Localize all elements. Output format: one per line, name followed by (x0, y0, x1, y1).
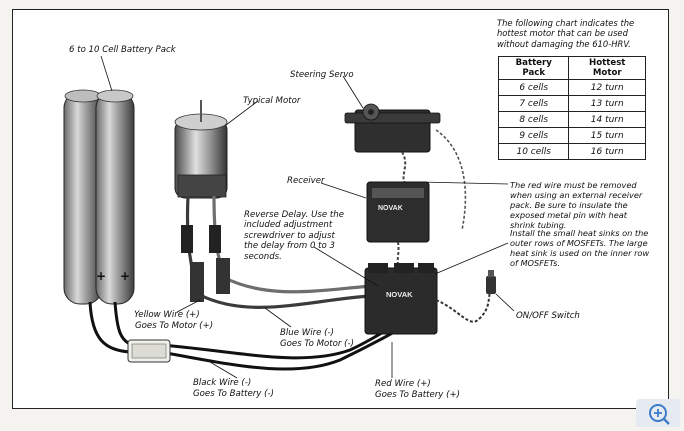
typical-motor-label: Typical Motor (243, 96, 301, 106)
table-row: 6 cells 12 turn (497, 79, 646, 96)
chart-header-battery: Battery Pack (497, 56, 570, 80)
receiver-brand: NOVAK (378, 205, 403, 212)
red-wire-sub-label: Goes To Battery (+) (375, 390, 461, 400)
chart-header-row: Battery Pack Hottest Motor (497, 56, 646, 80)
table-cell: 12 turn (568, 79, 646, 96)
table-row: 7 cells 13 turn (497, 95, 646, 112)
blue-wire-sub-label: Goes To Motor (-) (280, 339, 354, 349)
on-off-switch (486, 270, 496, 294)
receiver-label: Receiver (287, 176, 325, 186)
steering-servo (344, 103, 441, 153)
yellow-wire-sub-label: Goes To Motor (+) (135, 321, 214, 331)
battery-minus-mark: + (96, 269, 107, 283)
red-wire-note: The red wire must be removed when using … (510, 180, 643, 230)
zoom-in-icon (649, 404, 670, 425)
on-off-switch-label: ON/OFF Switch (516, 311, 580, 321)
yellow-wire-label: Yellow Wire (+) (134, 310, 200, 320)
motor (174, 100, 228, 199)
table-row: 10 cells 16 turn (497, 143, 646, 160)
table-cell: 13 turn (568, 95, 646, 112)
steering-servo-label: Steering Servo (290, 70, 354, 80)
blue-wire-label: Blue Wire (-) (280, 328, 334, 338)
chart-header-motor: Hottest Motor (568, 56, 646, 80)
chart-intro: The following chart indicates the hottes… (497, 18, 635, 49)
motor-wires (181, 195, 373, 309)
table-cell: 15 turn (568, 127, 646, 144)
table-cell: 6 cells (497, 79, 570, 96)
black-wire-label: Black Wire (-) (193, 378, 252, 388)
battery-pack-label: 6 to 10 Cell Battery Pack (69, 45, 176, 55)
leader-lines (100, 55, 515, 379)
table-cell: 16 turn (568, 143, 646, 160)
table-cell: 9 cells (497, 127, 570, 144)
table-cell: 8 cells (497, 111, 570, 128)
table-row: 9 cells 15 turn (497, 127, 646, 144)
red-wire-label: Red Wire (+) (375, 379, 431, 389)
black-wire-sub-label: Goes To Battery (-) (193, 389, 274, 399)
table-cell: 7 cells (497, 95, 570, 112)
zoom-button[interactable] (636, 399, 680, 427)
esc-brand: NOVAK (386, 290, 413, 299)
battery-pack (63, 89, 135, 305)
battery-connector (127, 339, 171, 363)
table-row: 8 cells 14 turn (497, 111, 646, 128)
table-cell: 14 turn (568, 111, 646, 128)
heat-sink-note: Install the small heat sinks on the oute… (510, 228, 650, 268)
battery-plus-mark: + (120, 269, 131, 283)
speed-control: NOVAK (364, 263, 438, 335)
reverse-delay-label: Reverse Delay. Use the included adjustme… (244, 210, 344, 262)
table-cell: 10 cells (497, 143, 570, 160)
motor-chart-table: Battery Pack Hottest Motor 6 cells 12 tu… (497, 56, 646, 160)
receiver: NOVAK (366, 181, 430, 243)
